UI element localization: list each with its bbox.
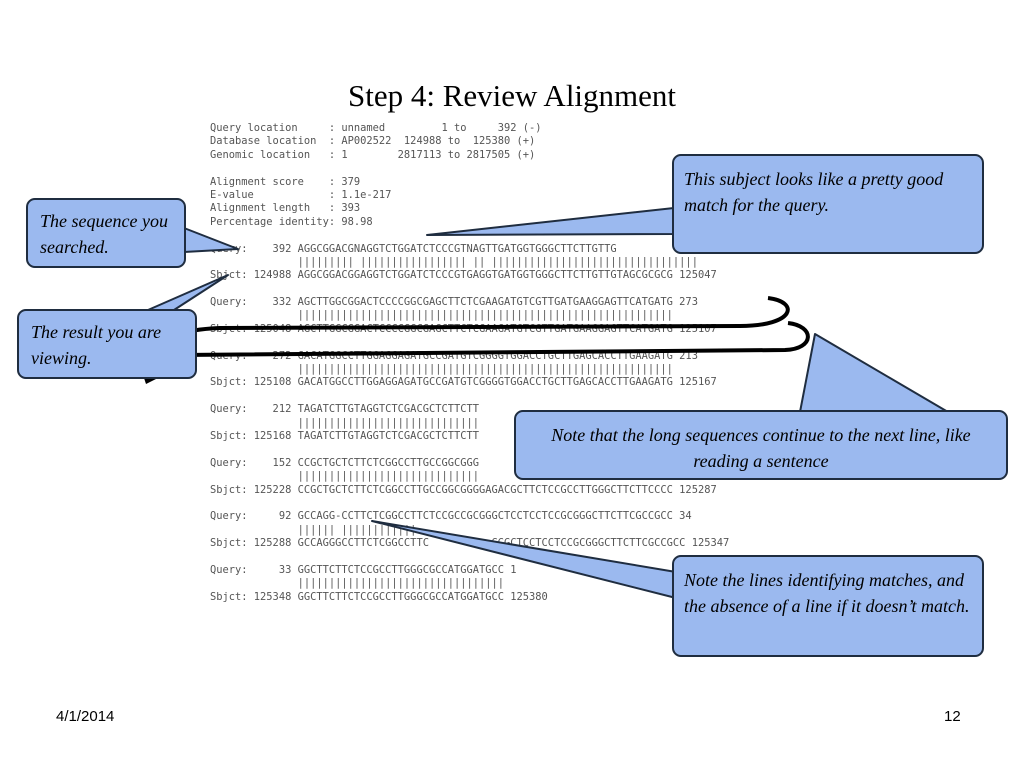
alignment-line: ||||||||||||||||||||||||||||||||||||||||… xyxy=(210,309,673,322)
slide-page-number: 12 xyxy=(944,708,961,725)
alignment-line: Database location : AP002522 124988 to 1… xyxy=(210,135,536,148)
alignment-line: Sbjct: 125288 GCCAGGGCCTTCTCGGCCTTC GGGC… xyxy=(210,537,730,550)
alignment-output: Query location : unnamed 1 to 392 (-)Dat… xyxy=(210,122,729,604)
alignment-line: ||||||||||||||||||||||||||||| xyxy=(210,470,479,483)
flow-arrow-1 xyxy=(171,296,790,348)
alignment-line: Query: 212 TAGATCTTGTAGGTCTCGACGCTCTTCTT xyxy=(210,403,479,416)
alignment-line: Sbjct: 125228 CCGCTGCTCTTCTCGGCCTTGCCGGC… xyxy=(210,483,717,496)
alignment-line: Alignment score : 379 xyxy=(210,175,361,188)
callout-match-lines-text: Note the lines identifying matches, and … xyxy=(684,570,970,616)
alignment-line: Alignment length : 393 xyxy=(210,202,361,215)
callout-sequences-continue-text: Note that the long sequences continue to… xyxy=(551,425,971,471)
callout-good-match: This subject looks like a pretty good ma… xyxy=(672,154,984,254)
slide-date: 4/1/2014 xyxy=(56,708,115,725)
alignment-line: Query: 33 GGCTTCTTCTCCGCCTTGGGCGCCATGGAT… xyxy=(210,563,517,576)
alignment-line: Sbjct: 125168 TAGATCTTGTAGGTCTCGACGCTCTT… xyxy=(210,429,479,442)
alignment-line: E-value : 1.1e-217 xyxy=(210,188,392,201)
callout-good-match-text: This subject looks like a pretty good ma… xyxy=(684,169,944,215)
flow-arrow-2 xyxy=(142,321,810,380)
alignment-line: Sbjct: 124988 AGGCGGACGGAGGTCTGGATCTCCCG… xyxy=(210,269,717,282)
alignment-line: Query location : unnamed 1 to 392 (-) xyxy=(210,122,542,134)
callout-sequences-continue: Note that the long sequences continue to… xyxy=(514,410,1008,480)
alignment-line: ||||||||| ||||||||||||||||| || |||||||||… xyxy=(210,255,698,268)
callout-result-viewing-text: The result you are viewing. xyxy=(31,322,162,368)
callout-result-viewing: The result you are viewing. xyxy=(17,309,197,379)
slide-title: Step 4: Review Alignment xyxy=(347,78,677,113)
alignment-line: Percentage identity: 98.98 xyxy=(210,215,373,228)
alignment-line: Query: 152 CCGCTGCTCTTCTCGGCCTTGCCGGCGGG xyxy=(210,456,479,469)
callout-tail-continue xyxy=(799,333,949,413)
callout-tail-lines xyxy=(371,520,677,599)
alignment-line: Query: 332 AGCTTGGCGGACTCCCCGGCGAGCTTCTC… xyxy=(210,296,698,309)
alignment-line: ||||||||||||||||||||||||||||| xyxy=(210,416,479,429)
alignment-line: Query: 92 GCCAGG-CCTTCTCGGCCTTCTCCGCCGCG… xyxy=(210,510,692,523)
callout-tail-query xyxy=(183,227,239,253)
callout-tail-match xyxy=(426,207,675,236)
alignment-line: Genomic location : 1 2817113 to 2817505 … xyxy=(210,148,536,161)
callout-sequence-searched-text: The sequence you searched. xyxy=(40,211,168,257)
callout-match-lines: Note the lines identifying matches, and … xyxy=(672,555,984,657)
alignment-line: ||||||||||||||||||||||||||||||||||||||||… xyxy=(210,363,673,376)
callout-sequence-searched: The sequence you searched. xyxy=(26,198,186,268)
alignment-line: ||||||||||||||||||||||||||||||||| xyxy=(210,577,505,590)
callout-tail-result xyxy=(147,274,229,311)
alignment-line: Sbjct: 125348 GGCTTCTTCTCCGCCTTGGGCGCCAT… xyxy=(210,590,548,603)
alignment-line: Sbjct: 125108 GACATGGCCTTGGAGGAGATGCCGAT… xyxy=(210,376,717,389)
